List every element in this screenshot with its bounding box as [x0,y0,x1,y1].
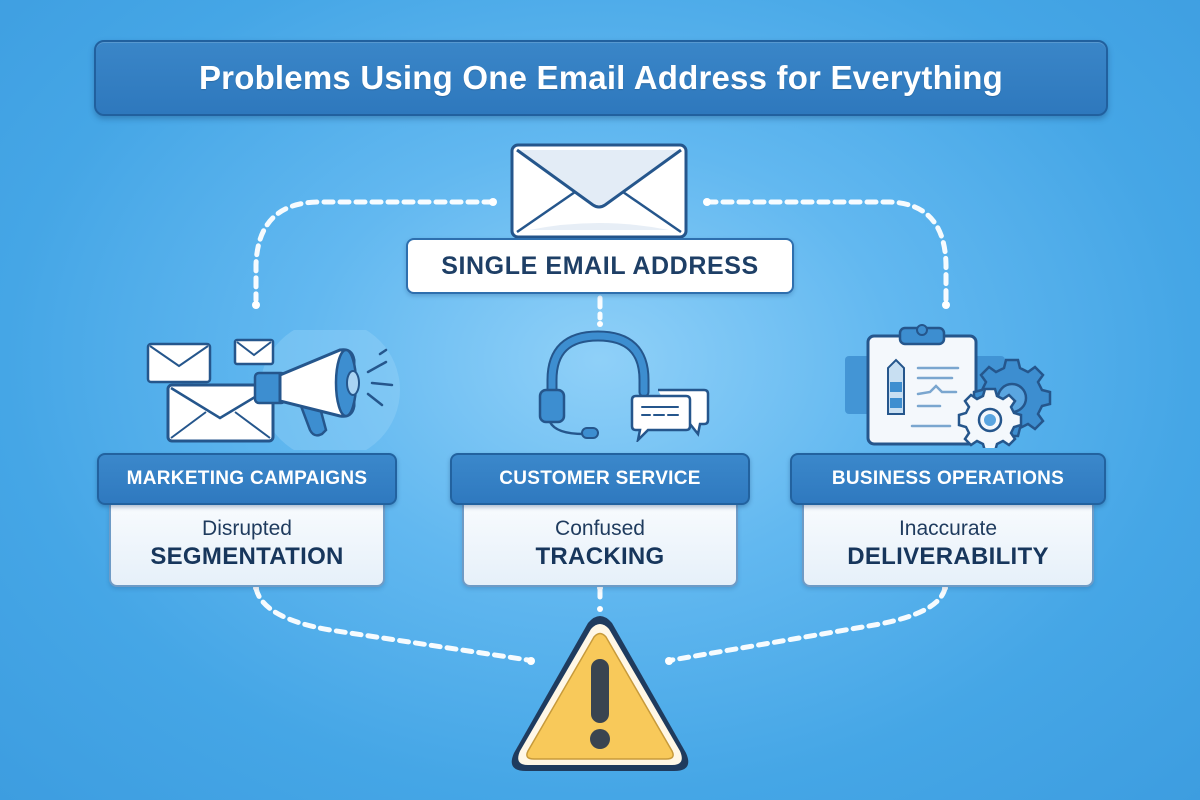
page-title: Problems Using One Email Address for Eve… [198,59,1004,96]
single-email-address-label: SINGLE EMAIL ADDRESS [441,251,759,280]
envelope-icon [510,143,688,238]
problem-prefix: Confused [555,517,645,540]
category-card-business-operations: BUSINESS OPERATIONS Inaccurate DELIVERAB… [790,453,1106,587]
single-email-address-box: SINGLE EMAIL ADDRESS [406,238,794,294]
title-banner: Problems Using One Email Address for Eve… [94,40,1108,116]
problem-main: TRACKING [535,543,665,570]
clipboard-with-gears-icon [845,324,1052,448]
problem-prefix: Inaccurate [898,517,998,540]
problem-main: SEGMENTATION [150,543,344,570]
category-heading: MARKETING CAMPAIGNS [97,453,397,505]
problem-main: DELIVERABILITY [847,543,1049,570]
category-card-marketing: MARKETING CAMPAIGNS Disrupted SEGMENTATI… [97,453,397,587]
warning-triangle-icon [511,616,689,771]
category-heading: BUSINESS OPERATIONS [790,453,1106,505]
headset-with-chat-bubbles-icon [538,330,710,442]
problem-prefix: Disrupted [202,517,292,540]
problem-box: Confused TRACKING [462,503,738,587]
category-card-customer-service: CUSTOMER SERVICE Confused TRACKING [450,453,750,587]
problem-box: Inaccurate DELIVERABILITY [802,503,1094,587]
category-heading: CUSTOMER SERVICE [450,453,750,505]
megaphone-with-envelopes-icon [146,330,400,450]
problem-box: Disrupted SEGMENTATION [109,503,385,587]
